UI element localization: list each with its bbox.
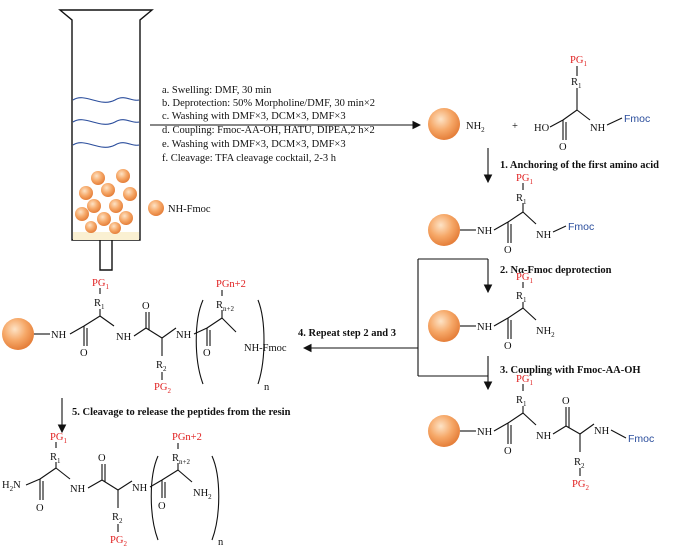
svg-text:NH: NH [51, 330, 67, 341]
svg-text:PG1: PG1 [570, 55, 587, 68]
solvent-wave [72, 142, 140, 148]
svg-text:O: O [158, 501, 166, 512]
step3-label: 3. Coupling with Fmoc-AA-OH [500, 365, 641, 376]
svg-text:PG2: PG2 [572, 479, 589, 492]
resin-label: NH-Fmoc [168, 204, 211, 215]
svg-text:HO: HO [534, 123, 550, 134]
condition-e: e. Washing with DMF×3, DCM×3, DMF×3 [162, 139, 346, 150]
svg-text:PG1: PG1 [516, 173, 533, 186]
svg-text:PGn+2: PGn+2 [172, 432, 202, 443]
svg-text:NH2: NH2 [536, 326, 555, 339]
svg-text:PG1: PG1 [516, 374, 533, 387]
solvent-wave [72, 97, 140, 103]
svg-text:R1: R1 [94, 298, 105, 311]
svg-text:O: O [559, 142, 567, 153]
svg-text:NH: NH [176, 330, 192, 341]
svg-text:O: O [504, 446, 512, 457]
svg-text:O: O [504, 341, 512, 352]
svg-text:R1: R1 [571, 77, 582, 90]
reaction-column [58, 9, 154, 271]
cleaved-peptide: H2N O R1 PG1 NH O R2 PG2 NH O Rn+2 PGn+2… [2, 432, 224, 548]
svg-text:NH: NH [536, 230, 552, 241]
svg-text:NH: NH [70, 484, 86, 495]
protected-peptide-resin: NH O R1 PG1 NH O R2 PG2 NH O Rn+2 PGn+2 [2, 278, 287, 395]
svg-text:R2: R2 [112, 512, 123, 525]
svg-text:NH: NH [590, 123, 606, 134]
resin-bead [428, 108, 460, 140]
svg-text:PG2: PG2 [154, 382, 171, 395]
svg-text:PG1: PG1 [516, 272, 533, 285]
svg-text:NH-Fmoc: NH-Fmoc [244, 343, 287, 354]
condition-c: c. Washing with DMF×3, DCM×3, DMF×3 [162, 111, 346, 122]
svg-text:PG1: PG1 [50, 432, 67, 445]
svg-text:Rn+2: Rn+2 [216, 300, 234, 313]
svg-text:O: O [98, 453, 106, 464]
svg-text:O: O [562, 396, 570, 407]
svg-text:PG2: PG2 [110, 535, 127, 548]
svg-text:Fmoc: Fmoc [628, 433, 654, 445]
step1-label: 1. Anchoring of the first amino acid [500, 160, 659, 171]
svg-text:O: O [80, 348, 88, 359]
step4-label: 4. Repeat step 2 and 3 [298, 328, 396, 339]
condition-f: f. Cleavage: TFA cleavage cocktail, 2-3 … [162, 153, 337, 164]
resin-bead-legend [148, 200, 164, 216]
svg-text:NH: NH [477, 322, 493, 333]
step5-label: 5. Cleavage to release the peptides from… [72, 407, 291, 418]
svg-text:NH: NH [477, 226, 493, 237]
svg-text:Rn+2: Rn+2 [172, 453, 190, 466]
condition-b: b. Deprotection: 50% Morpholine/DMF, 30 … [162, 98, 375, 109]
svg-text:Fmoc: Fmoc [568, 221, 594, 233]
svg-text:R1: R1 [516, 395, 527, 408]
svg-text:NH: NH [477, 427, 493, 438]
svg-text:O: O [36, 503, 44, 514]
svg-text:O: O [142, 301, 150, 312]
condition-d: d. Coupling: Fmoc-AA-OH, HATU, DIPEA,2 h… [162, 125, 375, 136]
step2-label: 2. Nα-Fmoc deprotection [500, 265, 612, 276]
solvent-wave [72, 119, 140, 125]
svg-text:R1: R1 [50, 452, 61, 465]
svg-text:R1: R1 [516, 291, 527, 304]
dipeptide-resin: NH O R1 PG1 NH O R2 PG2 NH Fmoc [428, 374, 654, 492]
svg-text:O: O [203, 348, 211, 359]
plus-sign: + [512, 121, 518, 132]
svg-text:H2N: H2N [2, 480, 21, 493]
fmoc-group: Fmoc [624, 113, 650, 125]
fmoc-aa-resin: NH O R1 PG1 NH Fmoc [428, 173, 594, 256]
svg-text:R1: R1 [516, 193, 527, 206]
svg-text:NH2: NH2 [466, 121, 485, 134]
svg-text:O: O [504, 245, 512, 256]
deprotected-aa-resin: NH O R1 PG1 NH2 [428, 272, 555, 352]
frit [73, 232, 139, 240]
resin-beads [75, 169, 137, 234]
svg-text:NH: NH [594, 426, 610, 437]
svg-text:NH: NH [132, 483, 148, 494]
svg-text:R2: R2 [156, 360, 167, 373]
svg-text:NH2: NH2 [193, 488, 212, 501]
svg-text:R2: R2 [574, 457, 585, 470]
svg-text:n: n [264, 382, 270, 393]
svg-text:n: n [218, 537, 224, 548]
svg-text:NH: NH [536, 431, 552, 442]
svg-text:PG1: PG1 [92, 278, 109, 291]
svg-text:PGn+2: PGn+2 [216, 279, 246, 290]
conditions-list: a. Swelling: DMF, 30 min b. Deprotection… [162, 85, 375, 164]
condition-a: a. Swelling: DMF, 30 min [162, 85, 272, 96]
svg-text:NH: NH [116, 332, 132, 343]
first-amino-acid: HO O R1 PG1 NH Fmoc [534, 55, 650, 153]
